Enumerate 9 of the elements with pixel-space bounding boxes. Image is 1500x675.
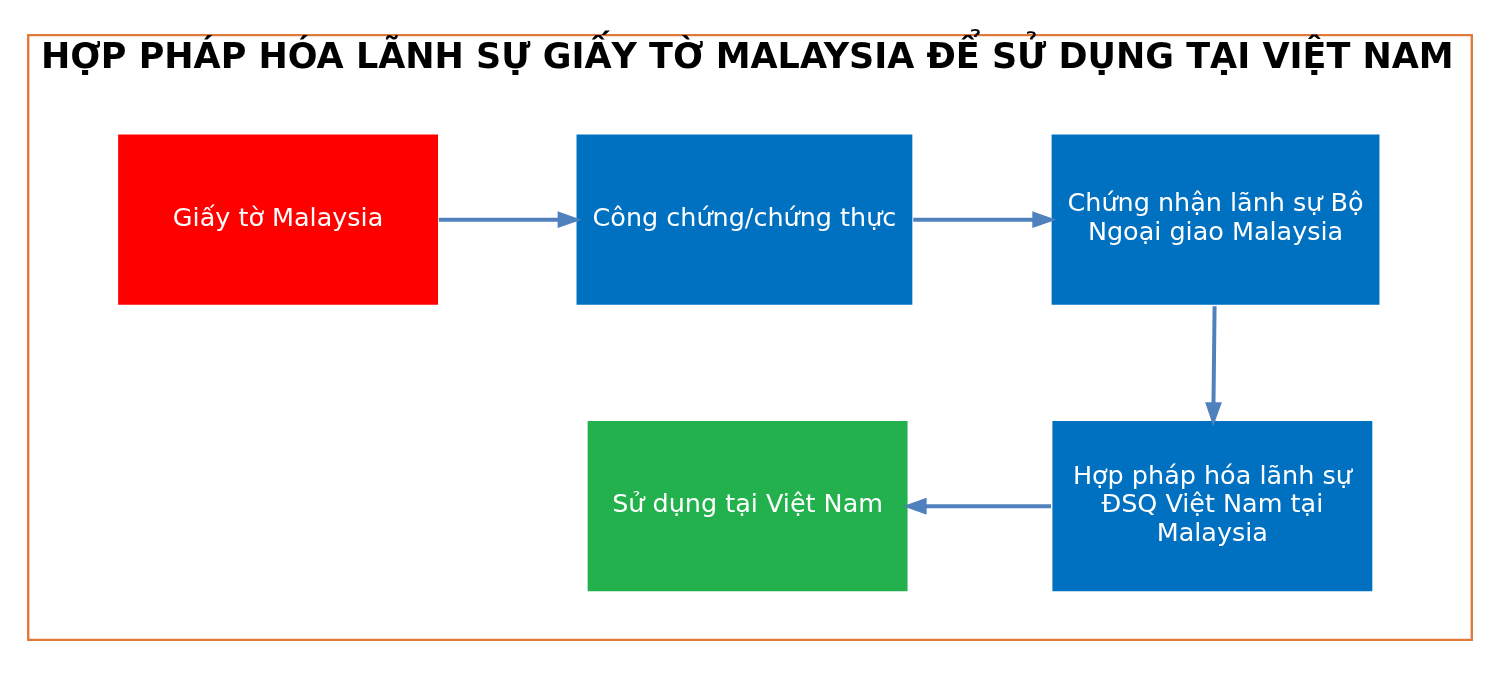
node-box: Chứng nhận lãnh sự Bộ Ngoại giao Malaysia (1050, 133, 1382, 307)
node-box: Hợp pháp hóa lãnh sự ĐSQ Việt Nam tại Malaysia (1050, 419, 1374, 593)
node-box: Giấy tờ Malaysia (116, 133, 440, 307)
arrow (1205, 306, 1222, 427)
arrow (913, 211, 1057, 229)
node-box: Công chứng/chứng thực (574, 133, 914, 307)
arrow (438, 211, 582, 229)
node-box: Sử dụng tại Việt Nam (586, 419, 910, 593)
arrow (902, 497, 1052, 515)
